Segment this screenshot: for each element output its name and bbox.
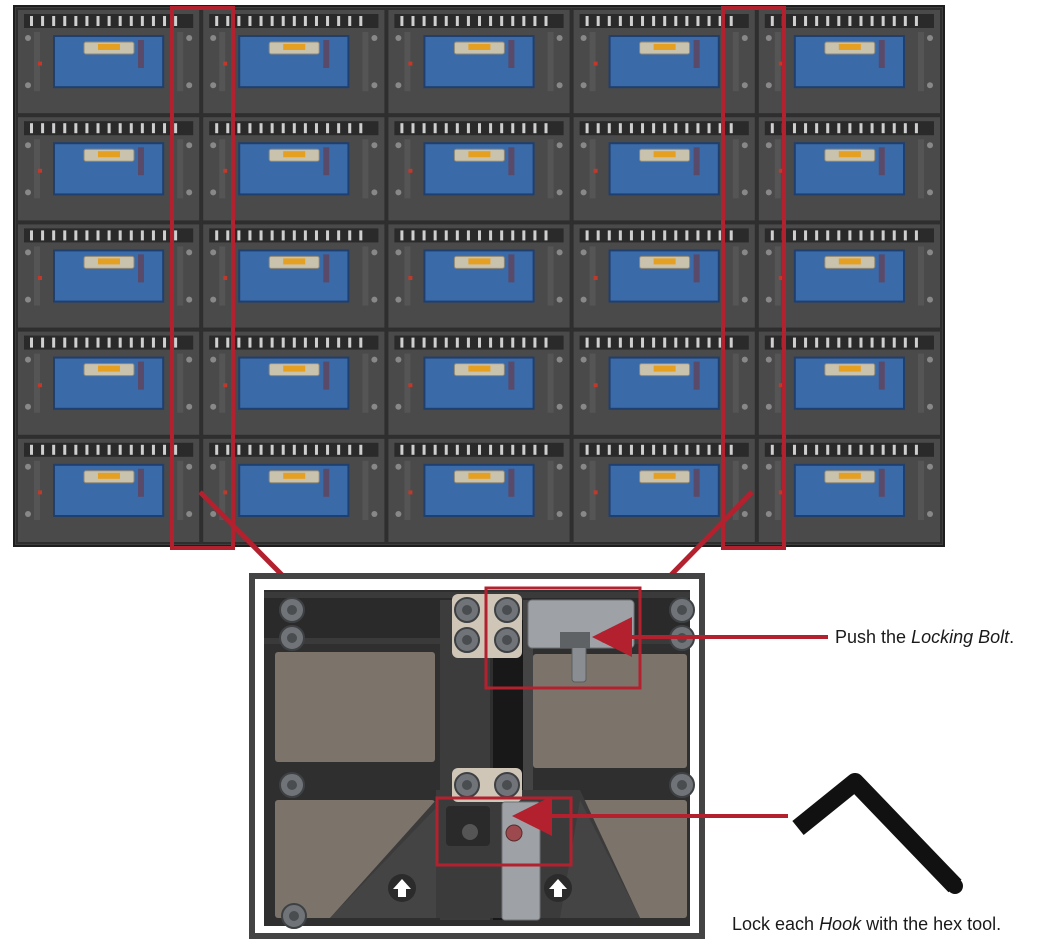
cabinet xyxy=(756,329,942,437)
cabinet xyxy=(756,436,942,544)
cabinet-grid xyxy=(16,8,942,544)
cabinet xyxy=(756,8,942,116)
cabinet xyxy=(386,329,572,437)
panel-upper-left xyxy=(275,652,435,762)
cabinet xyxy=(386,115,572,223)
cabinet xyxy=(571,436,757,544)
up-arrow-icon xyxy=(544,874,572,902)
led-wall-rear-view xyxy=(13,5,945,547)
led-module xyxy=(53,249,165,303)
cabinet xyxy=(571,222,757,330)
cabinet xyxy=(386,436,572,544)
led-module xyxy=(793,142,905,196)
cabinet xyxy=(756,222,942,330)
cabinet xyxy=(386,8,572,116)
hook-plate xyxy=(501,801,541,921)
cabinet xyxy=(16,329,202,437)
cabinet xyxy=(201,329,387,437)
cabinet xyxy=(201,222,387,330)
caption-locking-bolt: Push the Locking Bolt. xyxy=(835,627,1015,647)
cabinet xyxy=(571,115,757,223)
connector-line-left xyxy=(198,490,287,580)
panel-upper-right xyxy=(533,654,687,768)
highlight-hook xyxy=(435,796,573,867)
cabinet xyxy=(16,115,202,223)
up-arrow-icon xyxy=(388,874,416,902)
cabinet xyxy=(201,8,387,116)
cabinet xyxy=(756,115,942,223)
cabinet xyxy=(16,436,202,544)
hex-key-tool-icon xyxy=(792,773,963,894)
cabinet xyxy=(571,8,757,116)
connector-line-right xyxy=(666,490,754,580)
cabinet xyxy=(201,436,387,544)
detail-view xyxy=(249,573,705,939)
cabinet xyxy=(571,329,757,437)
hook-lock-screw[interactable] xyxy=(505,824,523,842)
highlight-column-right xyxy=(721,6,786,550)
cabinet xyxy=(16,8,202,116)
caption-hook: Lock each Hook with the hex tool. xyxy=(732,914,1002,934)
cabinet xyxy=(386,222,572,330)
cabinet xyxy=(16,222,202,330)
cabinet xyxy=(201,115,387,223)
highlight-column-left xyxy=(170,6,235,550)
